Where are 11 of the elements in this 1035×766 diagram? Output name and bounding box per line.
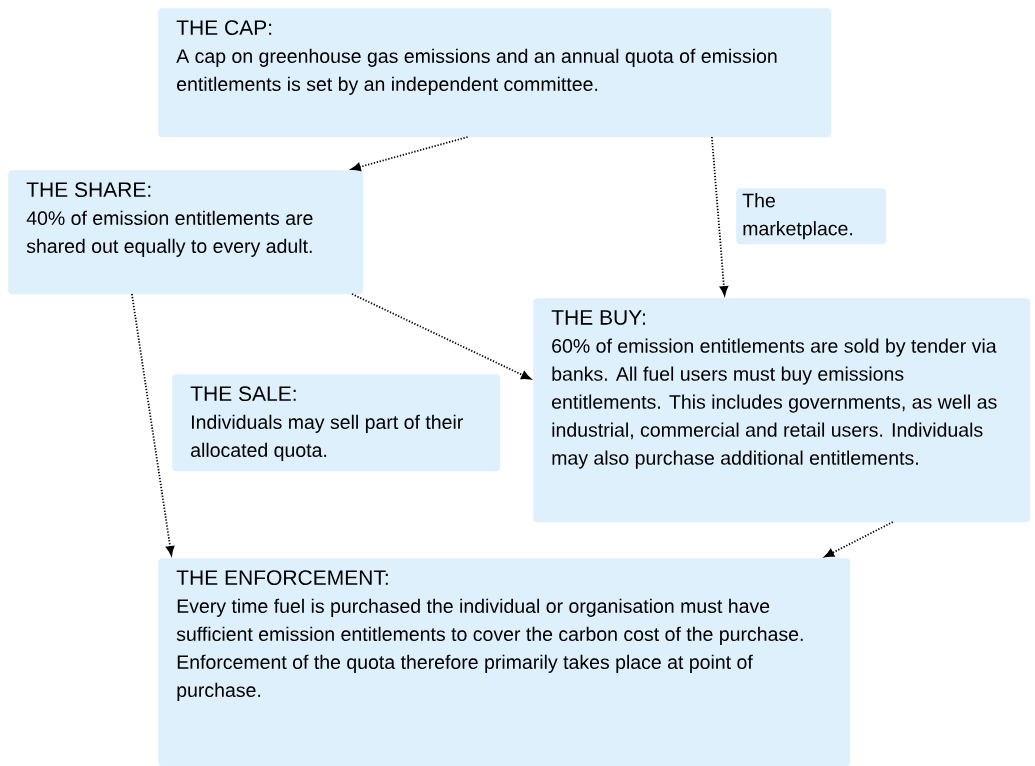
arrow [824,521,894,558]
arrow [351,136,469,172]
text-box: THE BUY: 60% of emission entitlements are sold by tender via banks. All fuel users must buy emissions entitlements. This includes governments, as well as industrial, commercial and retail users. Individuals may also purchase additional entitlements. [533,298,1031,523]
text-box: THE CAP: A cap on greenhouse gas emissions and an annual quota of emission entitlements is set by an independent committee. [158,8,832,138]
text-box: THE SHARE: 40% of emission entitlements are shared out equally to every adult. [8,170,364,295]
text-box: THE SALE: Individuals may sell part of their allocated quota. [172,374,501,472]
text-box: THE ENFORCEMENT: Every time fuel is purchased the individual or organisation must have sufficient emission entitlements to cover the carbon cost of the purchase. Enforcement of the quota therefore primarily takes place at point of purchase. [158,558,851,766]
arrow [711,136,729,296]
text-box: The marketplace. [736,188,887,245]
arrow [351,293,531,380]
arrow [131,293,175,556]
